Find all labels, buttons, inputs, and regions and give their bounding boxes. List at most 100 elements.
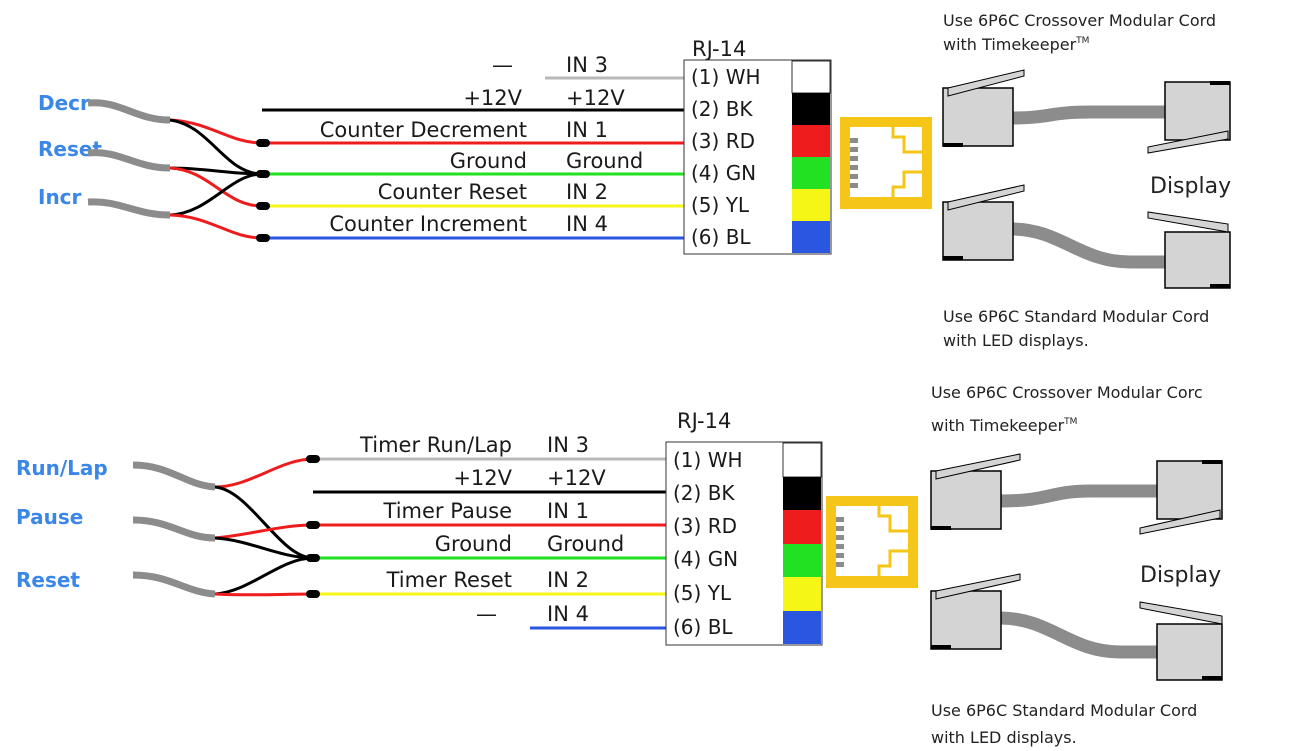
- rj-label: RJ-14: [692, 37, 746, 61]
- input-label: Ground: [547, 532, 624, 556]
- lead-incr-red: [169, 213, 263, 240]
- display-label: Display: [1150, 174, 1231, 199]
- switch-label-reset: Reset: [38, 137, 102, 161]
- color-swatch-black: [792, 93, 830, 125]
- color-swatch-green: [783, 544, 821, 577]
- color-swatch-white: [791, 60, 831, 94]
- lead-incr-black: [169, 172, 263, 217]
- lead-reset-red: [214, 592, 314, 597]
- switch-cable-pause: [132, 516, 216, 542]
- standard-cord-note-line2: with LED displays.: [943, 331, 1089, 350]
- crossover-cord-note: Use 6P6C Crossover Modular Cord: [943, 11, 1216, 30]
- standard-cord-note-line2: with LED displays.: [931, 728, 1077, 747]
- connector: [256, 234, 270, 242]
- function-label: Timer Pause: [383, 499, 512, 523]
- function-label: Ground: [435, 532, 512, 556]
- crossover-cord-note: Use 6P6C Crossover Modular Corc: [931, 383, 1203, 402]
- display-label: Display: [1140, 563, 1221, 588]
- switch-label-incr: Incr: [38, 185, 82, 209]
- standard-cord-note: Use 6P6C Standard Modular Cord: [931, 701, 1197, 720]
- crossover-cord-icon: [930, 453, 1223, 535]
- function-label: Counter Decrement: [320, 118, 527, 142]
- color-swatch-red: [792, 125, 830, 157]
- lead-reset-red: [169, 166, 263, 208]
- connector: [306, 554, 320, 562]
- pin-label: (3) RD: [673, 514, 737, 538]
- input-label: +12V: [547, 466, 606, 490]
- input-label: IN 2: [547, 568, 589, 592]
- input-label: IN 4: [566, 212, 608, 236]
- switch-label-reset: Reset: [16, 568, 80, 592]
- input-label: IN 3: [547, 433, 589, 457]
- lead-pause-red: [214, 523, 314, 540]
- standard-cord-note: Use 6P6C Standard Modular Cord: [943, 307, 1209, 326]
- function-label: —: [476, 602, 497, 626]
- color-swatch-yellow: [792, 189, 830, 221]
- rj-label: RJ-14: [677, 409, 731, 433]
- function-label: +12V: [463, 86, 522, 110]
- function-label: Ground: [450, 149, 527, 173]
- connector: [306, 521, 320, 529]
- input-label: Ground: [566, 149, 643, 173]
- crossover-cord-note-line2: with TimekeeperTM: [943, 35, 1089, 54]
- function-label: —: [492, 53, 513, 77]
- connector: [256, 170, 270, 178]
- input-label: IN 1: [566, 118, 608, 142]
- lead-decr-red: [169, 118, 263, 145]
- connector: [256, 202, 270, 210]
- lead-run-black: [214, 485, 314, 560]
- function-label: Timer Run/Lap: [359, 433, 512, 457]
- pin-label: (2) BK: [673, 481, 735, 505]
- color-swatch-yellow: [783, 577, 821, 611]
- pin-label: (6) BL: [691, 225, 751, 249]
- pin-label: (2) BK: [691, 97, 753, 121]
- function-label: Counter Reset: [378, 180, 527, 204]
- switch-label-decr: Decr: [38, 91, 90, 115]
- input-label: IN 4: [547, 602, 589, 626]
- standard-cord-icon: [930, 573, 1223, 681]
- pin-label: (4) GN: [673, 547, 738, 571]
- color-swatch-green: [792, 157, 830, 189]
- switch-label-pause: Pause: [16, 505, 83, 529]
- crossover-cord-note-line2: with TimekeeperTM: [931, 416, 1077, 435]
- pin-label: (5) YL: [691, 193, 750, 217]
- switch-cable-run-lap: [132, 461, 216, 491]
- crossover-cord-icon: [942, 69, 1231, 154]
- color-swatch-black: [783, 477, 821, 510]
- pin-label: (5) YL: [673, 581, 732, 605]
- input-label: +12V: [566, 86, 625, 110]
- color-swatch-white: [782, 442, 822, 478]
- input-label: IN 3: [566, 53, 608, 77]
- standard-cord-icon: [942, 184, 1231, 289]
- function-label: Timer Reset: [386, 568, 512, 592]
- rj14-jack-icon: [826, 496, 918, 588]
- timer-section: Run/Lap Pause Reset Timer Run/Lap +12V T…: [16, 383, 1223, 747]
- pin-label: (3) RD: [691, 129, 755, 153]
- rj14-jack-icon: [840, 117, 932, 209]
- lead-decr-black: [169, 118, 263, 176]
- counter-section: Decr Reset Incr — +12V Counter Decrement…: [38, 11, 1231, 350]
- color-swatch-red: [783, 510, 821, 544]
- input-label: IN 2: [566, 180, 608, 204]
- pin-label: (6) BL: [673, 615, 733, 639]
- switch-cable-reset: [132, 571, 216, 598]
- lead-reset-black: [214, 556, 314, 596]
- lead-pause-black: [214, 536, 314, 560]
- connector: [306, 455, 320, 463]
- switch-cable-incr: [87, 198, 171, 219]
- pin-label: (4) GN: [691, 161, 756, 185]
- pin-label: (1) WH: [673, 448, 743, 472]
- connector: [256, 139, 270, 147]
- switch-cable-decr: [87, 99, 171, 124]
- switch-label-run-lap: Run/Lap: [16, 456, 108, 480]
- switch-cable-reset: [87, 149, 171, 172]
- function-label: +12V: [453, 466, 512, 490]
- lead-run-red: [214, 457, 314, 489]
- color-swatch-blue: [783, 611, 821, 644]
- pin-label: (1) WH: [691, 65, 761, 89]
- connector: [306, 590, 320, 598]
- color-swatch-blue: [792, 221, 830, 253]
- input-label: IN 1: [547, 499, 589, 523]
- function-label: Counter Increment: [329, 212, 527, 236]
